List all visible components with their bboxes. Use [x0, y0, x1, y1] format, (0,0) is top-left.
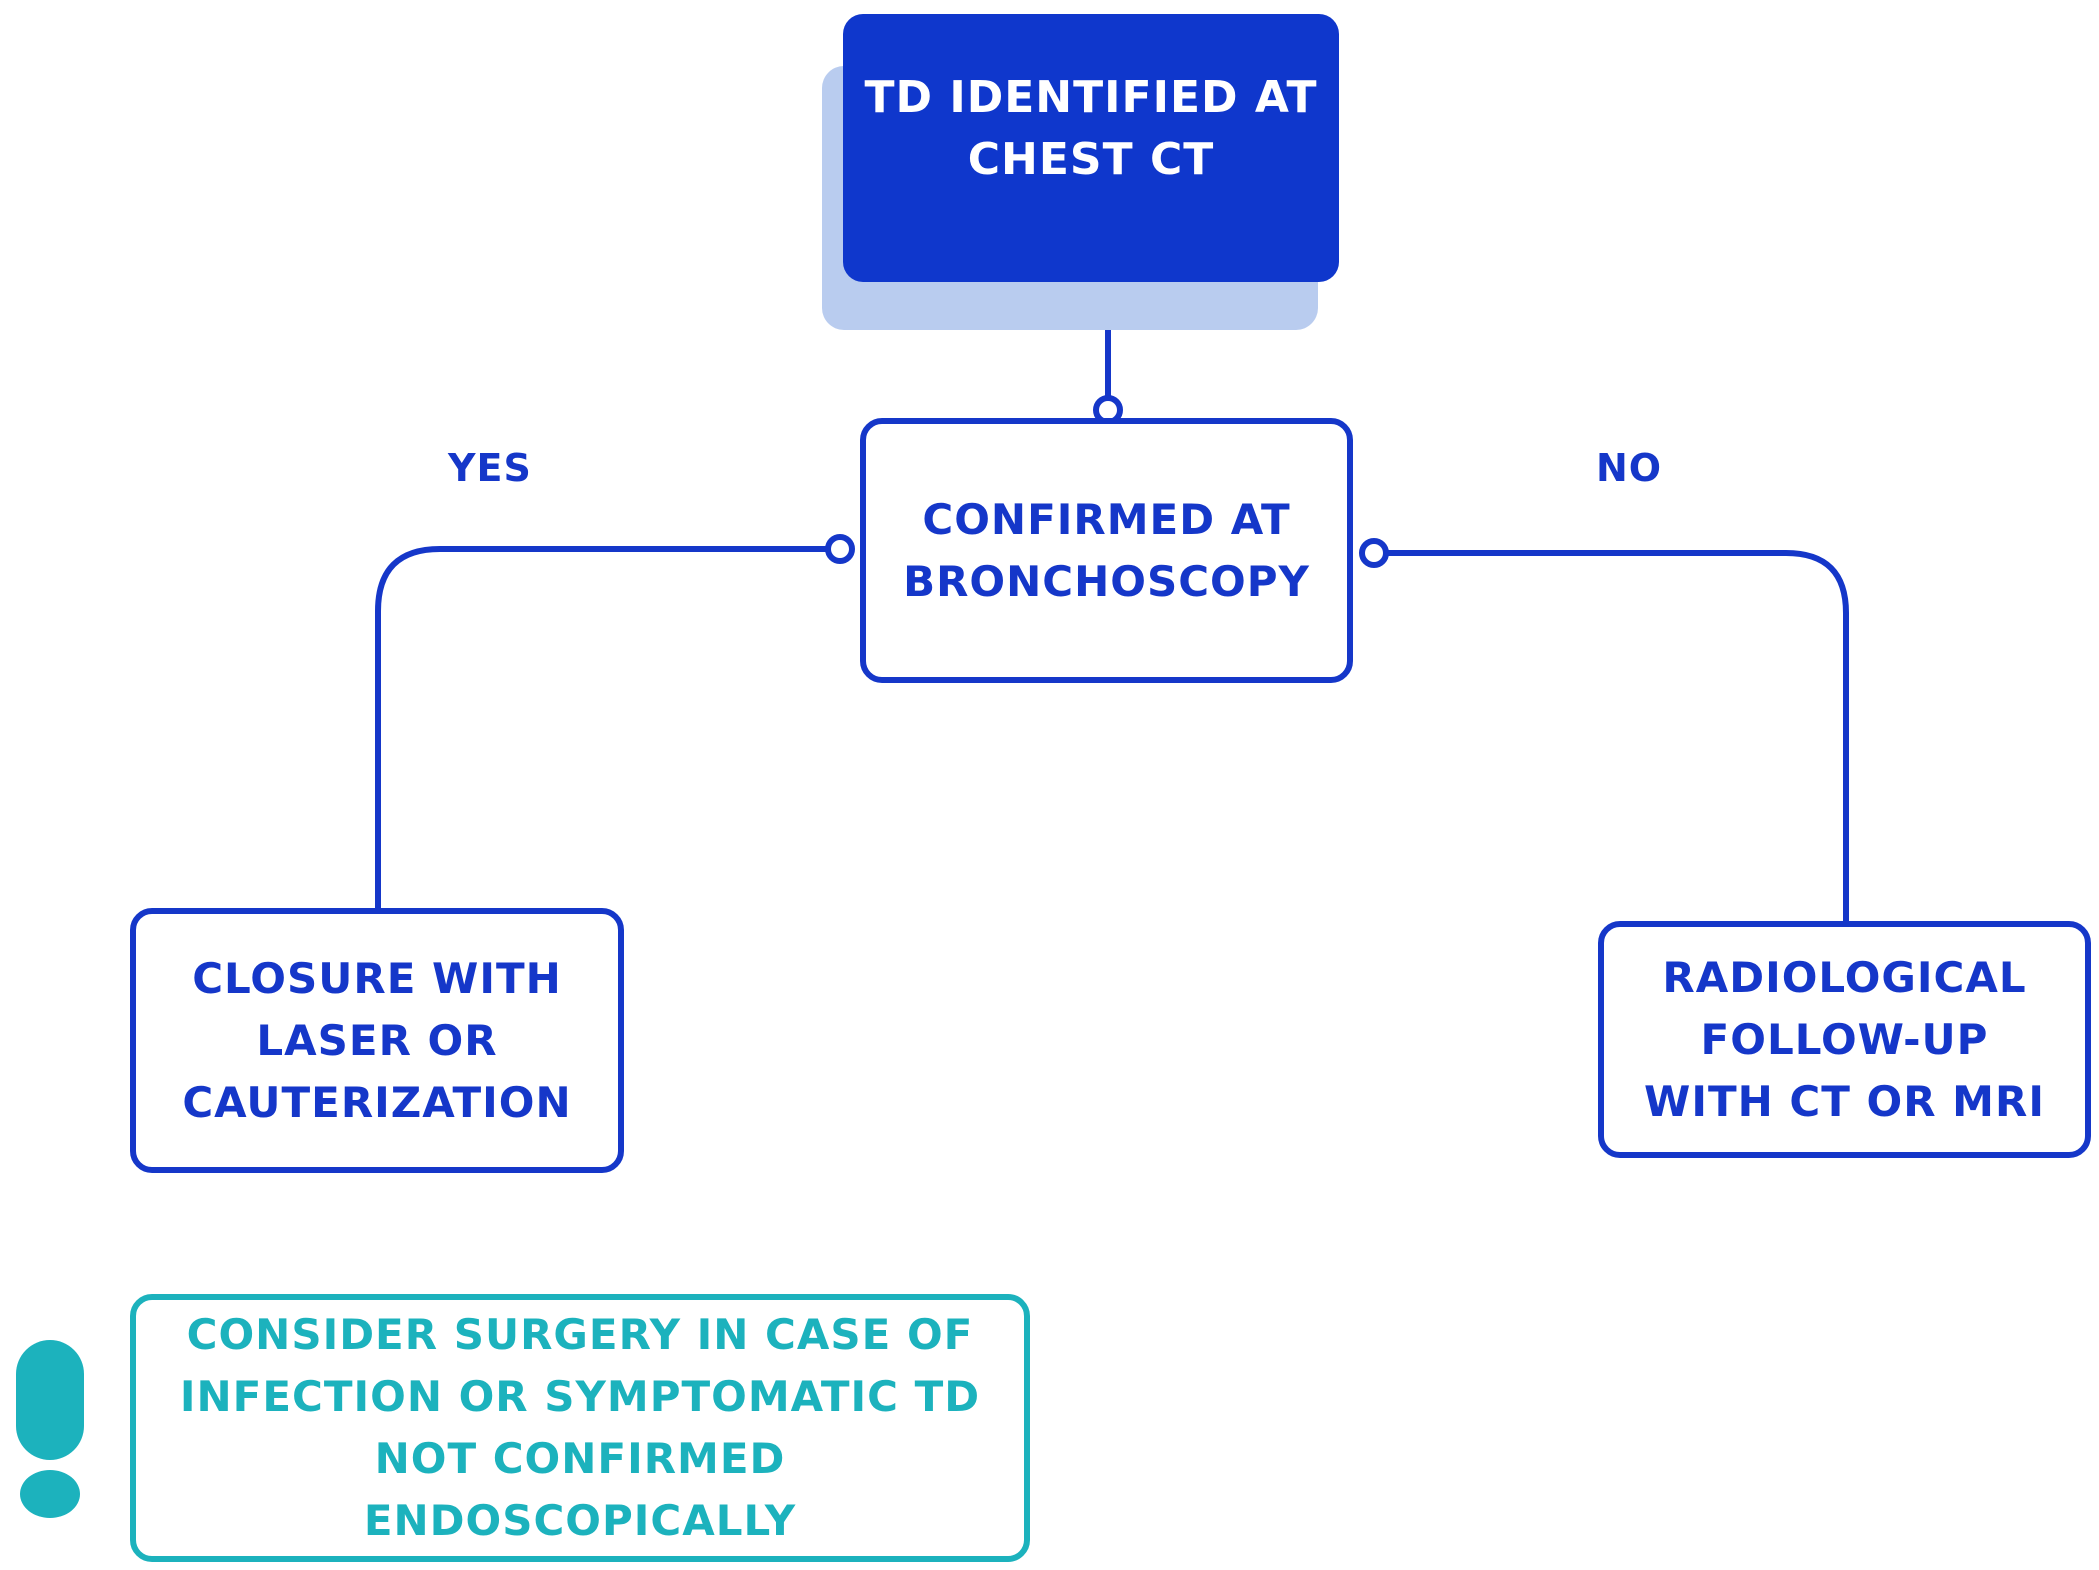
no-label: NO: [1596, 446, 1663, 490]
connector-yes-branch: [375, 546, 826, 908]
connector-dot-right: [1359, 538, 1389, 568]
no-outcome-node: RADIOLOGICAL FOLLOW-UP WITH CT OR MRI: [1598, 921, 2091, 1158]
start-node: TD IDENTIFIED AT CHEST CT: [843, 14, 1339, 282]
yes-label: YES: [448, 446, 532, 490]
decision-node: CONFIRMED AT BRONCHOSCOPY: [860, 418, 1353, 683]
yes-outcome-node: CLOSURE WITH LASER OR CAUTERIZATION: [130, 908, 624, 1173]
note-box: CONSIDER SURGERY IN CASE OF INFECTION OR…: [130, 1294, 1030, 1562]
connector-dot-left: [825, 534, 855, 564]
connector-no-branch: [1388, 550, 1849, 921]
exclamation-icon: [16, 1340, 84, 1518]
